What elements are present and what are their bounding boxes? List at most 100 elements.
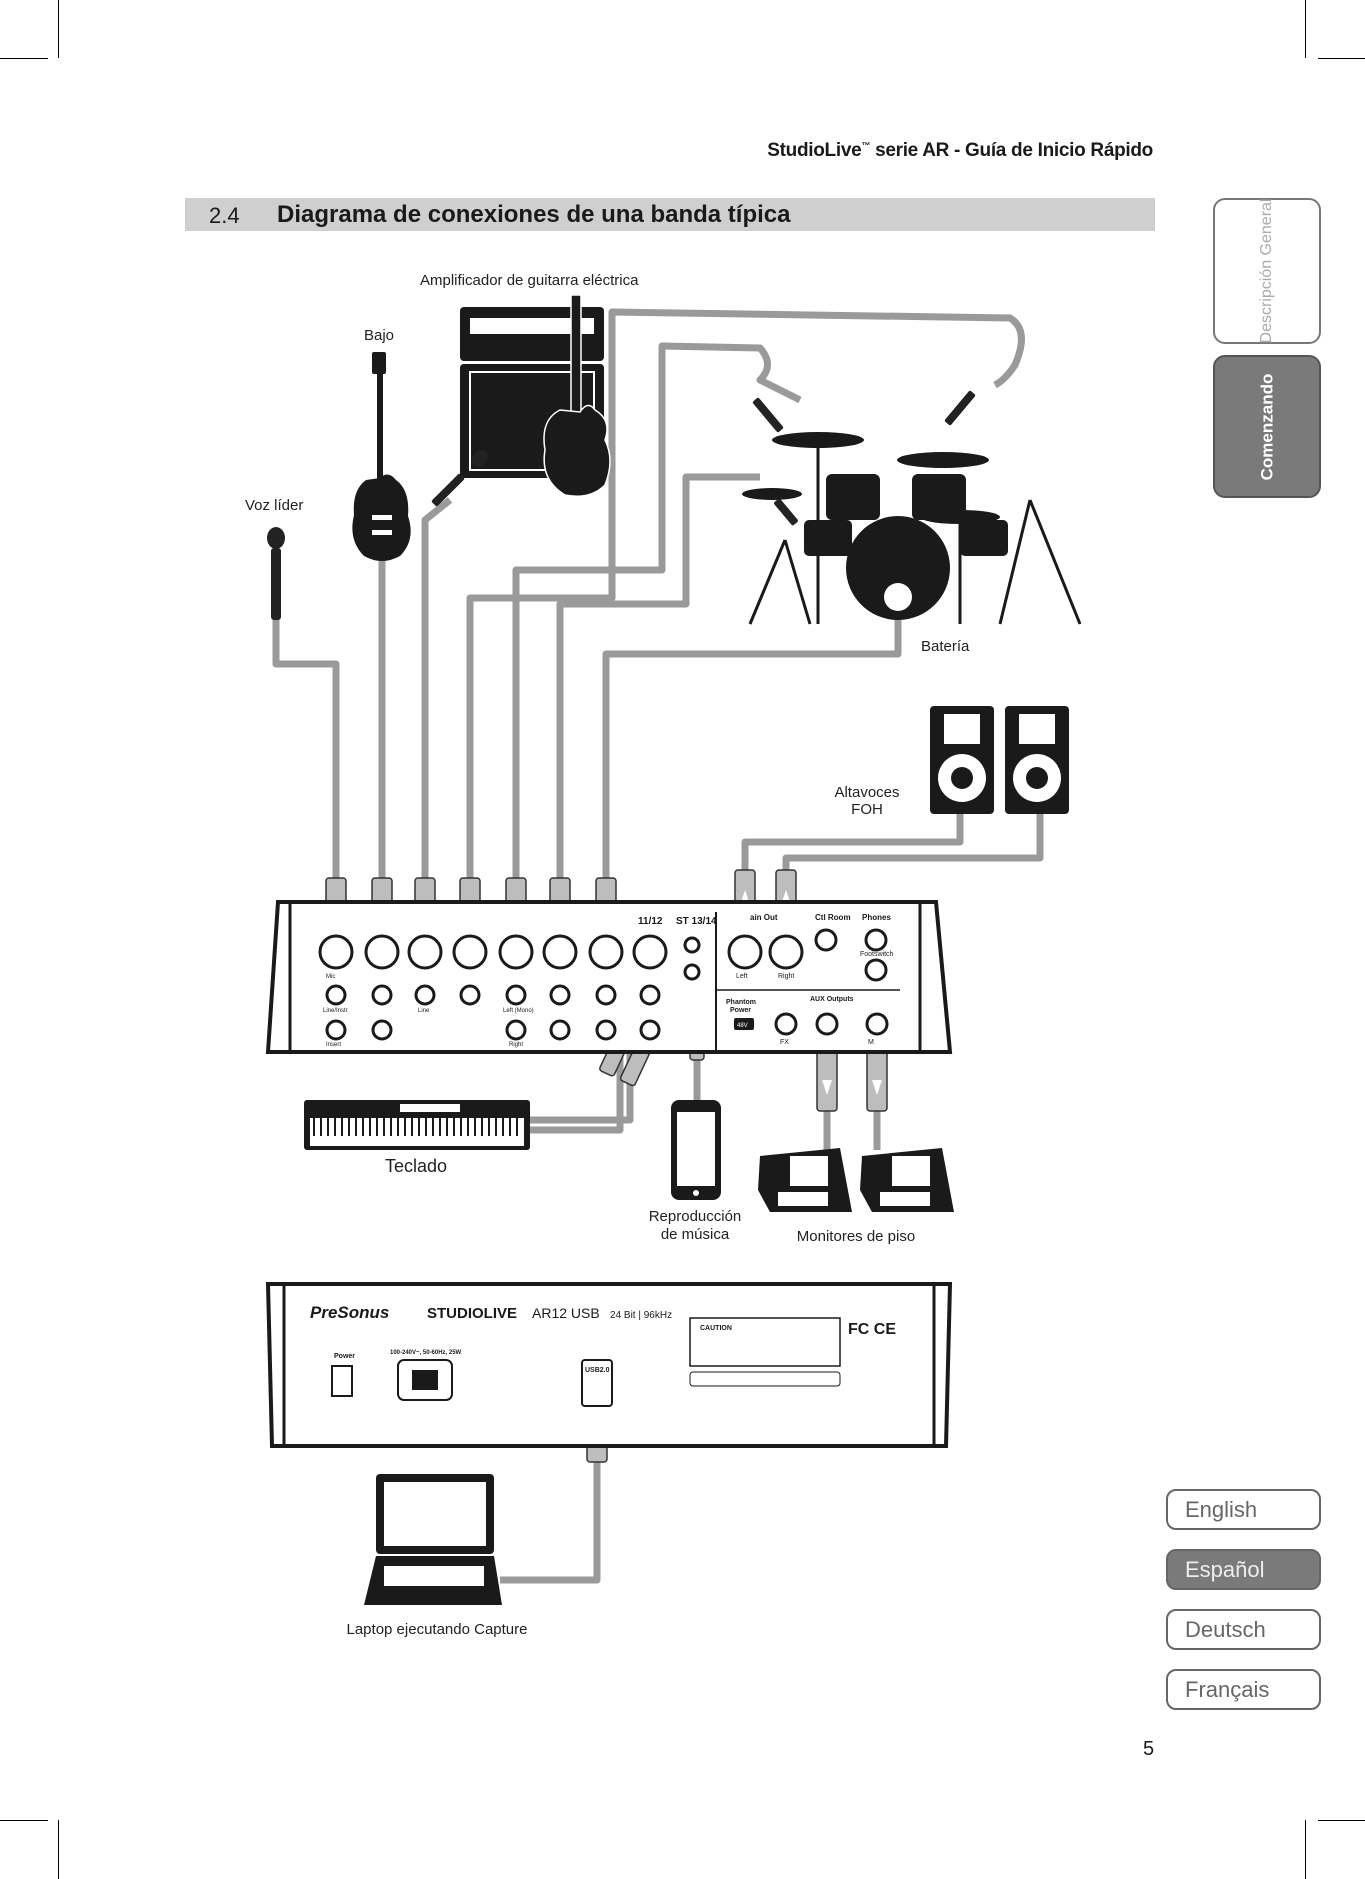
label-laptop: Laptop ejecutando Capture [347, 1621, 528, 1638]
ch-label: Phones [862, 913, 891, 922]
keyboard-key [488, 1118, 490, 1136]
label-playback-line1: Reproducción [649, 1208, 742, 1225]
crop-mark [1318, 58, 1365, 59]
keyboard-key [460, 1118, 462, 1136]
language-tab-english[interactable]: English [1166, 1489, 1321, 1530]
rear-cert-marks: FC CE [848, 1321, 896, 1338]
keyboard-key [341, 1118, 343, 1136]
keyboard-key [425, 1118, 427, 1136]
bass-guitar-icon [352, 352, 411, 561]
cable-keyboard-r [530, 1040, 624, 1134]
cable-guitar-mic [421, 497, 453, 890]
rear-mains-rating: 100-240V~, 50-60Hz, 25W [390, 1350, 462, 1356]
crop-mark [1305, 0, 1306, 58]
ch-label: ain Out [750, 913, 778, 922]
label-drums: Batería [921, 638, 970, 655]
language-label: English [1185, 1497, 1258, 1522]
rear-model: STUDIOLIVE [427, 1305, 517, 1322]
section-number: 2.4 [209, 203, 240, 228]
keyboard-key [495, 1118, 497, 1136]
keyboard-key [467, 1118, 469, 1136]
main-out-right: Right [778, 973, 794, 980]
footswitch-label: Footswitch [860, 951, 894, 958]
jack-label: Left (Mono) [503, 1008, 534, 1014]
keyboard-key [418, 1118, 420, 1136]
language-tab-francais[interactable]: Français [1166, 1669, 1321, 1710]
keyboard-key [439, 1118, 441, 1136]
language-label: Español [1185, 1557, 1265, 1582]
keyboard-key [446, 1118, 448, 1136]
language-label: Français [1185, 1677, 1270, 1702]
phantom-label: Phantom [726, 999, 756, 1006]
trademark-mark: ™ [861, 140, 871, 151]
cable-overhead-l [512, 342, 802, 890]
keyboard-key [432, 1118, 434, 1136]
ch-label: 11/12 [638, 916, 663, 927]
aux-outputs-label: AUX Outputs [810, 996, 854, 1003]
keyboard-key [509, 1118, 511, 1136]
jack-label: Line [418, 1008, 430, 1014]
keyboard-keys [313, 1118, 518, 1136]
handheld-mic-icon [267, 527, 285, 620]
rear-usb-label: USB2.0 [585, 1367, 610, 1374]
running-header: StudioLive™ serie AR - Guía de Inicio Rá… [767, 140, 1153, 162]
cable-kick [602, 618, 902, 890]
label-bass: Bajo [364, 327, 394, 344]
keyboard-key [327, 1118, 329, 1136]
ch-label: ST 13/14 [676, 916, 717, 927]
keyboard-key [516, 1118, 518, 1136]
cable-snare [556, 473, 760, 890]
crop-mark [0, 1820, 48, 1821]
aux-fx-label: FX [780, 1039, 789, 1046]
keyboard-icon [304, 1100, 530, 1150]
phantom-48v: 48V [737, 1023, 748, 1029]
cable-foh-l [741, 810, 964, 890]
label-floor-monitors: Monitores de piso [797, 1228, 915, 1245]
rear-power-label: Power [334, 1353, 355, 1360]
plug [816, 1044, 838, 1112]
keyboard-key [313, 1118, 315, 1136]
floor-monitor-icon [758, 1148, 852, 1212]
cable-foh-r [782, 810, 1044, 890]
floor-monitor-icon [860, 1148, 954, 1212]
crop-mark [1318, 1820, 1365, 1821]
header-brand: StudioLive [767, 140, 862, 161]
crop-mark [58, 1820, 59, 1879]
keyboard-key [404, 1118, 406, 1136]
keyboard-key [474, 1118, 476, 1136]
guitar-amp-mic-icon [431, 449, 489, 507]
crop-mark [0, 58, 48, 59]
keyboard-key [411, 1118, 413, 1136]
tab-overview[interactable]: Descripción General [1213, 198, 1321, 344]
keyboard-key [390, 1118, 392, 1136]
foh-speaker-icon [1005, 706, 1069, 814]
label-guitar-amp: Amplificador de guitarra eléctrica [420, 272, 639, 289]
language-tab-espanol[interactable]: Español [1166, 1549, 1321, 1590]
keyboard-key [376, 1118, 378, 1136]
label-keyboard: Teclado [385, 1156, 447, 1176]
aux-m-label: M [868, 1039, 874, 1046]
cables [272, 308, 1044, 1584]
mixer-rear-panel: PreSonus STUDIOLIVE AR12 USB 24 Bit | 96… [265, 1282, 953, 1448]
keyboard-key [355, 1118, 357, 1136]
language-tab-deutsch[interactable]: Deutsch [1166, 1609, 1321, 1650]
laptop-icon [364, 1474, 502, 1605]
keyboard-key [334, 1118, 336, 1136]
rear-model-suffix: AR12 USB [532, 1305, 600, 1321]
drum-kit-icon [742, 390, 1082, 625]
smartphone-icon [671, 1100, 721, 1200]
keyboard-key [502, 1118, 504, 1136]
page-number: 5 [1143, 1738, 1155, 1760]
section-title: Diagrama de conexiones de una banda típi… [277, 201, 791, 228]
jack-label: Mic [326, 974, 335, 980]
ch-label: Ctl Room [815, 913, 851, 922]
keyboard-key [320, 1118, 322, 1136]
header-rest: serie AR - Guía de Inicio Rápido [870, 140, 1153, 161]
keyboard-key [383, 1118, 385, 1136]
tab-getting-started[interactable]: Comenzando [1213, 355, 1321, 498]
label-lead-vocal: Voz líder [245, 497, 303, 514]
plug [866, 1044, 888, 1112]
crop-mark [1305, 1820, 1306, 1879]
rear-caution: CAUTION [700, 1325, 732, 1332]
